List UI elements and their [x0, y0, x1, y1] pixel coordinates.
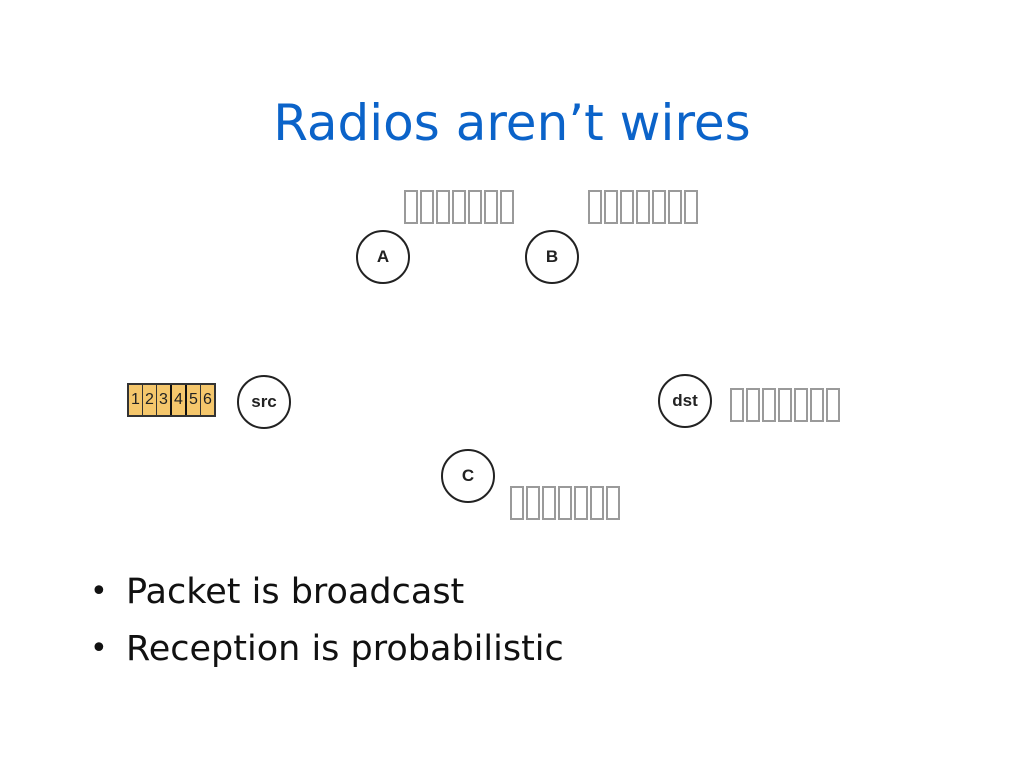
bullet-dot-icon: •	[90, 574, 108, 609]
node-a: A	[356, 230, 410, 284]
reception-glyph	[730, 388, 744, 422]
slide-title: Radios aren’t wires	[273, 94, 751, 152]
node-dst-label: dst	[672, 391, 698, 410]
packet-cell: 1	[129, 385, 143, 415]
reception-glyph	[468, 190, 482, 224]
reception-glyph	[436, 190, 450, 224]
node-src-label: src	[251, 392, 277, 411]
node-b-label: B	[545, 247, 559, 266]
reception-glyph	[420, 190, 434, 224]
bullet-text: Reception is probabilistic	[126, 629, 564, 669]
packet-queue: 1 2 3 4 5 6	[127, 383, 216, 417]
reception-glyph	[526, 486, 540, 520]
reception-glyph	[574, 486, 588, 520]
reception-glyph	[684, 190, 698, 224]
reception-marks-c	[510, 486, 620, 520]
reception-glyph	[668, 190, 682, 224]
packet-cell: 5	[187, 385, 201, 415]
reception-glyph	[542, 486, 556, 520]
bullet-item: • Reception is probabilistic	[90, 629, 564, 669]
reception-glyph	[500, 190, 514, 224]
reception-glyph	[810, 388, 824, 422]
bullet-dot-icon: •	[90, 631, 108, 666]
reception-glyph	[762, 388, 776, 422]
reception-glyph	[590, 486, 604, 520]
reception-glyph	[604, 190, 618, 224]
reception-glyph	[652, 190, 666, 224]
packet-cell: 4	[172, 385, 187, 415]
reception-glyph	[620, 190, 634, 224]
reception-glyph	[606, 486, 620, 520]
reception-glyph	[484, 190, 498, 224]
reception-glyph	[778, 388, 792, 422]
reception-glyph	[636, 190, 650, 224]
packet-cell: 6	[203, 391, 212, 408]
reception-glyph	[558, 486, 572, 520]
packet-cell: 2	[143, 385, 157, 415]
reception-glyph	[746, 388, 760, 422]
packet-cell: 3	[157, 385, 172, 415]
reception-glyph	[588, 190, 602, 224]
node-c-label: C	[461, 466, 475, 485]
reception-glyph	[510, 486, 524, 520]
reception-glyph	[794, 388, 808, 422]
node-dst: dst	[658, 374, 712, 428]
reception-glyph	[404, 190, 418, 224]
reception-marks-b	[588, 190, 698, 224]
bullet-list: • Packet is broadcast • Reception is pro…	[90, 572, 564, 686]
node-a-label: A	[376, 247, 390, 266]
reception-glyph	[452, 190, 466, 224]
node-src: src	[237, 375, 291, 429]
reception-marks-a	[404, 190, 514, 224]
node-c: C	[441, 449, 495, 503]
bullet-item: • Packet is broadcast	[90, 572, 564, 612]
node-b: B	[525, 230, 579, 284]
reception-glyph	[826, 388, 840, 422]
bullet-text: Packet is broadcast	[126, 572, 465, 612]
reception-marks-dst	[730, 388, 840, 422]
